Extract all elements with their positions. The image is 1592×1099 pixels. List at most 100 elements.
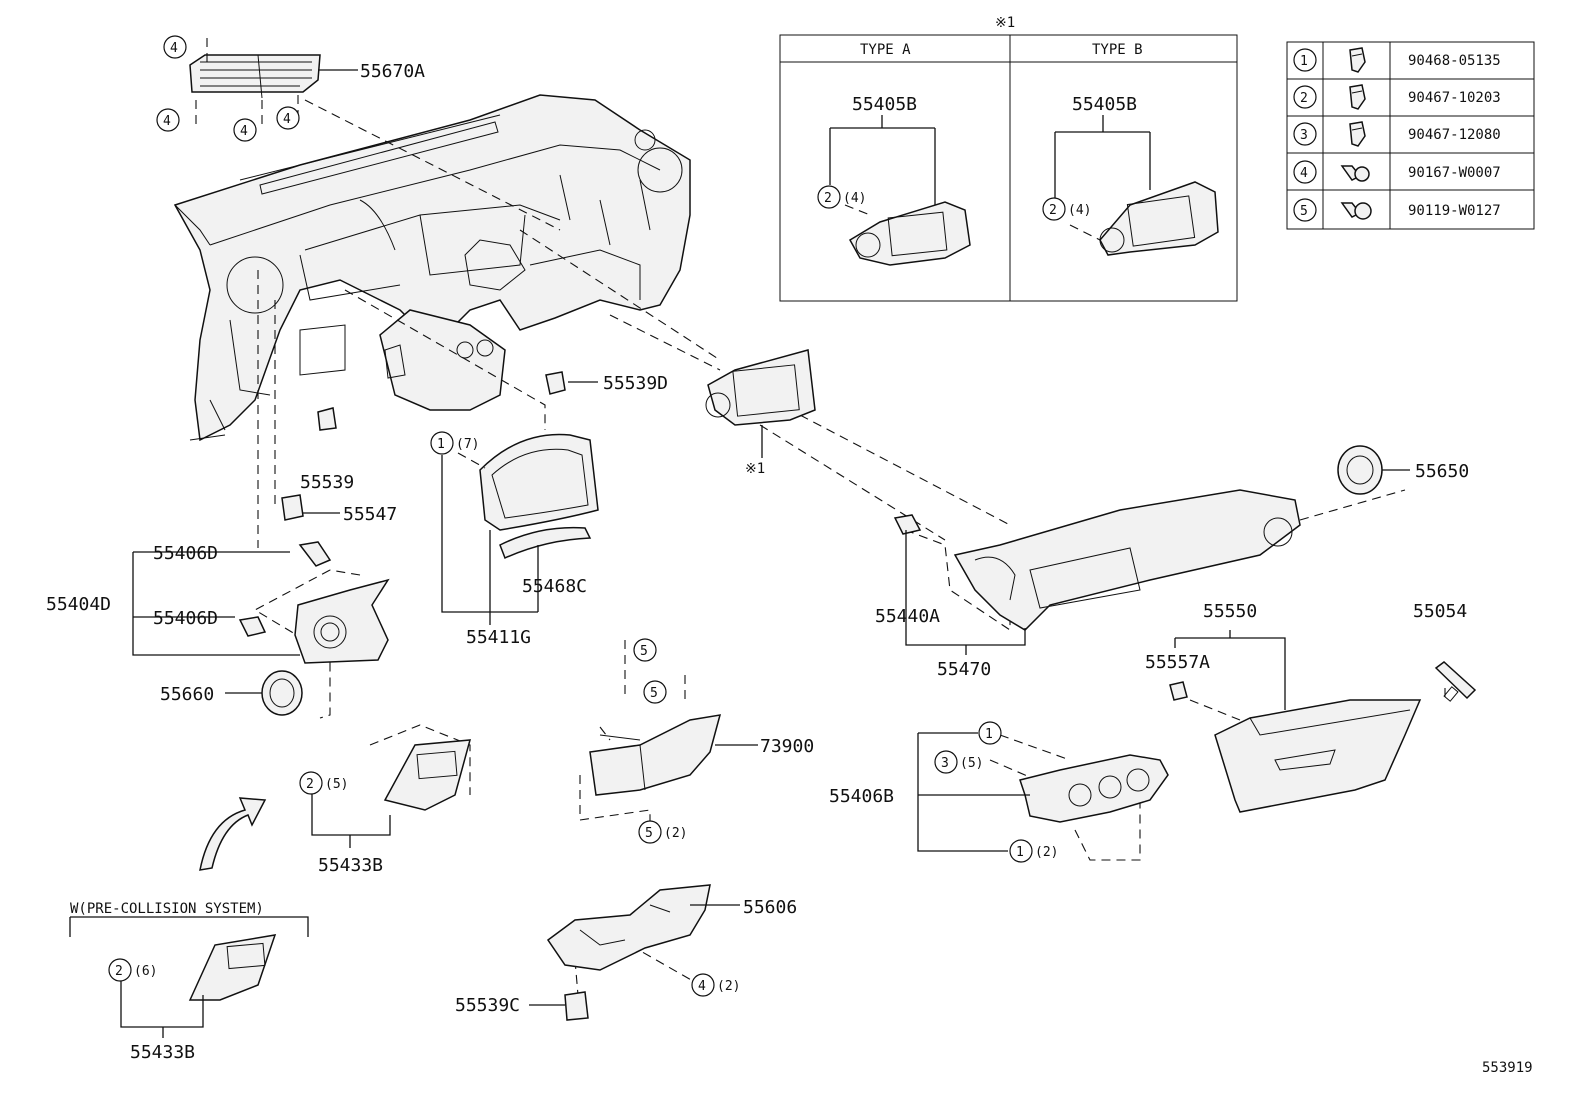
trim-55468C-illustration xyxy=(499,526,592,560)
legend-row-number: 1 xyxy=(1300,54,1308,69)
arrow-illustration xyxy=(199,797,267,871)
hole-cover-55406D-top-illustration xyxy=(298,541,332,567)
quantity-5: (5) xyxy=(325,777,348,792)
panel-55404D-illustration xyxy=(294,578,390,664)
legend-row-number: 3 xyxy=(1300,128,1308,143)
quantity-2: (2) xyxy=(717,979,740,994)
type-a-header: TYPE A xyxy=(860,42,911,58)
legend-row-number: 5 xyxy=(1300,204,1308,219)
callout-2: 2 xyxy=(1049,203,1057,218)
callout-3: 3 xyxy=(941,756,949,771)
instrument-panel-illustration xyxy=(173,94,691,442)
legend-part-number: 90167-W0007 xyxy=(1408,165,1501,181)
callout-4: 4 xyxy=(170,41,178,56)
clip-55539C-illustration xyxy=(529,991,589,1021)
label-55404D: 55404D xyxy=(46,594,111,615)
label-55411G: 55411G xyxy=(466,627,531,648)
screw-icon xyxy=(1340,165,1370,182)
callout-5: 5 xyxy=(650,686,658,701)
label-55433B-variant: 55433B xyxy=(130,1042,195,1063)
bracket-55547-illustration xyxy=(281,494,340,521)
label-55539: 55539 xyxy=(300,472,354,493)
legend-icons xyxy=(1340,47,1372,220)
label-55406B: 55406B xyxy=(829,786,894,807)
label-55406D-bottom: 55406D xyxy=(153,608,218,629)
vent-55670A-illustration xyxy=(189,38,561,231)
cluster-hood-55411G-illustration xyxy=(479,433,599,531)
meter-55405B-illustration xyxy=(705,349,816,426)
callout-1: 1 xyxy=(437,437,445,452)
label-55468C: 55468C xyxy=(522,576,587,597)
label-55405B-type-b: 55405B xyxy=(1072,94,1137,115)
label-55660: 55660 xyxy=(160,684,214,705)
lower-panel-73900-illustration xyxy=(589,714,758,796)
part-number-labels: 55670A 55539D 55539 55547 55406D 55404D … xyxy=(46,15,1533,1076)
label-55405B-type-a: 55405B xyxy=(852,94,917,115)
hole-cover-55406D-bottom-illustration xyxy=(238,616,267,637)
variant-table xyxy=(779,34,1238,302)
knob-55660-illustration xyxy=(225,670,303,716)
legend-row-number: 2 xyxy=(1300,91,1308,106)
damper-55054-illustration xyxy=(1434,661,1477,702)
label-55470: 55470 xyxy=(937,659,991,680)
clip-55539D-illustration xyxy=(545,371,598,395)
legend-part-number: 90119-W0127 xyxy=(1408,203,1501,219)
quantity-5: (5) xyxy=(960,756,983,771)
callout-4: 4 xyxy=(283,112,291,127)
legend-part-number: 90467-12080 xyxy=(1408,127,1501,143)
callout-brackets xyxy=(69,425,1286,1038)
fastener-legend-table xyxy=(1286,41,1535,230)
label-55440A: 55440A xyxy=(875,606,940,627)
legend-part-number: 90467-10203 xyxy=(1408,90,1501,106)
label-55606: 55606 xyxy=(743,897,797,918)
label-73900: 73900 xyxy=(760,736,814,757)
legend-row-number: 4 xyxy=(1300,166,1308,181)
callout-circles xyxy=(108,35,1317,997)
label-55433B: 55433B xyxy=(318,855,383,876)
bezel-55433B-variant-illustration xyxy=(188,934,277,1001)
label-55550: 55550 xyxy=(1203,601,1257,622)
label-55547: 55547 xyxy=(343,504,397,525)
legend-text: 1 90468-05135 2 90467-10203 3 90467-1208… xyxy=(1300,53,1501,219)
label-55650: 55650 xyxy=(1415,461,1469,482)
quantity-7: (7) xyxy=(456,437,479,452)
callout-2: 2 xyxy=(306,777,314,792)
legend-part-number: 90468-05135 xyxy=(1408,53,1501,69)
variant-caption: W(PRE-COLLISION SYSTEM) xyxy=(70,901,264,917)
callout-5: 5 xyxy=(645,826,653,841)
reference-mark-top: ※1 xyxy=(995,15,1015,31)
clip-55539-illustration xyxy=(317,407,337,431)
callout-4: 4 xyxy=(163,114,171,129)
clip-icon xyxy=(1349,121,1366,147)
callout-4: 4 xyxy=(240,124,248,139)
figure-id: 553919 xyxy=(1482,1060,1533,1076)
glove-box-55550-illustration xyxy=(1214,699,1422,813)
label-55557A: 55557A xyxy=(1145,652,1210,673)
clip-icon xyxy=(1349,84,1366,110)
clip-55440A-illustration xyxy=(893,514,922,535)
callout-1: 1 xyxy=(985,727,993,742)
callout-5: 5 xyxy=(640,644,648,659)
screw-icon xyxy=(1340,202,1372,220)
callout-2: 2 xyxy=(824,191,832,206)
quantity-6: (6) xyxy=(134,964,157,979)
brace-55606-illustration xyxy=(546,884,740,971)
callout-4: 4 xyxy=(698,979,706,994)
callout-2: 2 xyxy=(115,964,123,979)
switch-55650-illustration xyxy=(1337,445,1410,495)
lower-panel-55470-illustration xyxy=(953,489,1301,631)
quantity-2: (2) xyxy=(1035,845,1058,860)
quantity-2: (2) xyxy=(664,826,687,841)
quantity-4: (4) xyxy=(1068,203,1091,218)
quantity-4: (4) xyxy=(843,191,866,206)
label-55670A: 55670A xyxy=(360,61,425,82)
label-55406D-top: 55406D xyxy=(153,543,218,564)
bulb-55557A-illustration xyxy=(1169,681,1188,701)
type-b-header: TYPE B xyxy=(1092,42,1143,58)
clip-icon xyxy=(1349,47,1366,73)
callout-1: 1 xyxy=(1016,845,1024,860)
label-55539D: 55539D xyxy=(603,373,668,394)
bezel-55433B-illustration xyxy=(383,739,472,811)
